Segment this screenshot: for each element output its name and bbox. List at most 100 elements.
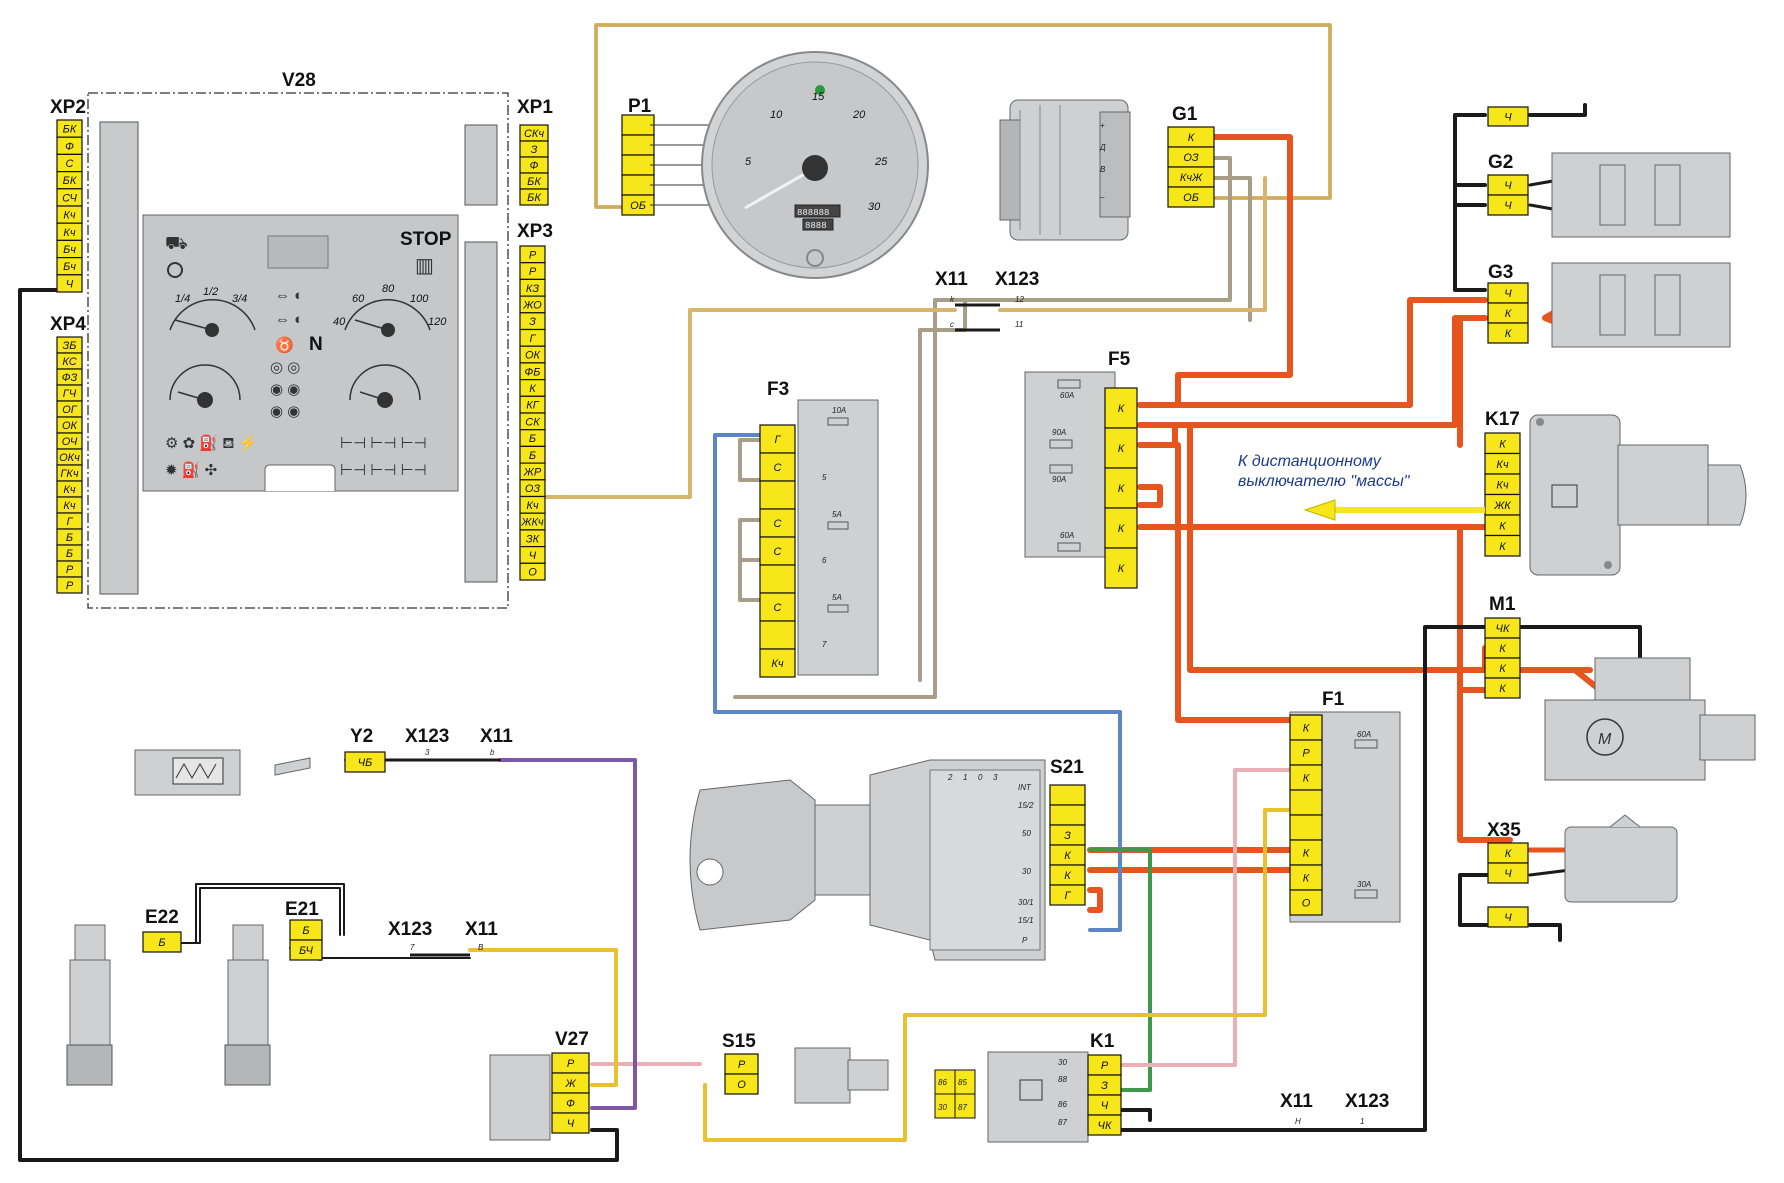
k1-pin-label: Ч (1101, 1100, 1109, 1112)
xp3-pin-label: ОК (525, 350, 541, 362)
label-v28: V28 (282, 70, 316, 91)
xp4-pin-label: Р (66, 564, 74, 576)
f3-pin-box (759, 452, 796, 482)
tacho-needle-pivot (802, 155, 828, 181)
f3-pin-label: С (774, 462, 782, 474)
f1-pin-label: К (1303, 723, 1310, 735)
label-g1: G1 (1172, 104, 1198, 125)
f3-pin-label: Кч (771, 658, 783, 670)
svg-text:+: + (1100, 121, 1105, 130)
label-xp4: XP4 (50, 314, 86, 335)
f5-pin-box (1104, 387, 1138, 429)
xp3-pin-label: Ч (529, 550, 537, 562)
xp3-pin-label: СК (525, 416, 540, 428)
xp3-pin-label: ЗК (526, 533, 540, 545)
e21-pin-box (289, 939, 323, 961)
f3-fuse-5a-2: 5А (832, 593, 842, 602)
g2-pin-label: Ч (1504, 200, 1512, 212)
x11-tag-h: H (1295, 1117, 1301, 1126)
xp4-pin-label: ОЧ (62, 436, 78, 448)
e21-pin-label: Б (302, 925, 309, 937)
v27-pin-label: Р (567, 1058, 575, 1070)
xp2-pin-label: БК (63, 175, 77, 187)
svg-text:⊢⊣ ⊢⊣ ⊢⊣: ⊢⊣ ⊢⊣ ⊢⊣ (340, 462, 427, 479)
temp-gauge-pivot (381, 323, 395, 337)
xp3-pin-label: Кч (526, 500, 538, 512)
temp-tick-80: 80 (382, 283, 395, 295)
f3-pin-box (759, 648, 796, 678)
svg-text:M: M (1598, 731, 1612, 748)
p1-pin-box (621, 114, 655, 136)
light-icon (167, 262, 183, 278)
xp1-pin-label: БК (527, 192, 541, 204)
xp3-pin-label: Р (529, 266, 537, 278)
battery-g3: G3 ЧКК (1487, 262, 1731, 348)
f3-fuse-10a: 10А (832, 406, 846, 415)
socket-85: 85 (958, 1078, 967, 1087)
g1-pin-label: ОБ (1183, 192, 1199, 204)
m1-pin-box (1484, 677, 1521, 699)
f3-pin-box (759, 620, 796, 650)
note-line-1: К дистанционному (1238, 453, 1382, 470)
k17-pin-label: К (1499, 438, 1506, 450)
label-xp3: XP3 (517, 221, 553, 242)
xp3-pin-label: К (529, 383, 536, 395)
label-x35: X35 (1487, 820, 1521, 841)
xp4-pin-label: Р (66, 580, 74, 592)
fuel-gauge-pivot (205, 323, 219, 337)
socket-30: 30 (938, 1103, 947, 1112)
label-x11-bottom: X11 (1280, 1091, 1313, 1112)
xp2-pin-label: Ф (65, 141, 74, 153)
f5-pin-box (1104, 467, 1138, 509)
x11-tag-b: b (490, 748, 495, 757)
k17-pin-label: К (1499, 520, 1506, 532)
xp2-pin-label: Бч (63, 244, 76, 256)
f3-fuse-5: 5 (822, 473, 827, 482)
s15-pin-box (724, 1073, 759, 1095)
tacho-tick-15: 15 (812, 91, 825, 103)
f1-pin-box (1289, 789, 1323, 816)
s21-pin-label: З (1064, 830, 1071, 842)
valve-y2: Y2 X123 X11 ЧБ 3 b (134, 726, 513, 796)
neutral-indicator: N (309, 334, 323, 355)
xp4-pin-label: ОКч (59, 452, 80, 464)
note-line-2: выключателю "массы" (1238, 473, 1411, 490)
k17-pin-label: ЖК (1493, 500, 1511, 512)
x123-tag-11: 11 (1015, 320, 1023, 329)
label-x123-bottom: X123 (1345, 1091, 1389, 1112)
fuel-tick-half: 1/2 (203, 286, 218, 298)
label-y2: Y2 (350, 726, 373, 747)
k1-pin-label: З (1101, 1080, 1108, 1092)
k1-pin-label: ЧК (1098, 1120, 1112, 1132)
s21-term-int: INT (1018, 783, 1032, 792)
xp2-pin-box (56, 274, 83, 293)
label-s21: S21 (1050, 757, 1084, 778)
s21-term-30-1: 30/1 (1018, 898, 1034, 907)
xp3-pin-label: ЖКч (520, 517, 544, 529)
label-x11-y2: X11 (480, 726, 513, 747)
f3-pin-box (759, 592, 796, 622)
tacho-tick-10: 10 (770, 109, 783, 121)
tacho-tick-25: 25 (874, 156, 888, 168)
xp3-pin-label: ФБ (525, 366, 541, 378)
xp3-pin-label: О (528, 567, 537, 579)
svg-text:⇔ ◐: ⇔ ◐ (275, 287, 303, 304)
s21-term-30: 30 (1022, 867, 1031, 876)
label-g2: G2 (1488, 152, 1513, 173)
f1-pin-label: О (1302, 898, 1311, 910)
xp1-pin-label: Ф (530, 160, 539, 172)
xp3-pin-label: КЗ (526, 283, 539, 295)
remote-mass-switch-note: К дистанционному выключателю "массы" (1238, 453, 1485, 521)
xp3-pin-label: Б (529, 433, 536, 445)
socket-86: 86 (938, 1078, 947, 1087)
s21-pos-3: 3 (993, 773, 998, 782)
svg-text:В: В (1100, 165, 1106, 174)
connector-x11-x123-top: X11 X123 k 12 c 11 (935, 269, 1039, 332)
